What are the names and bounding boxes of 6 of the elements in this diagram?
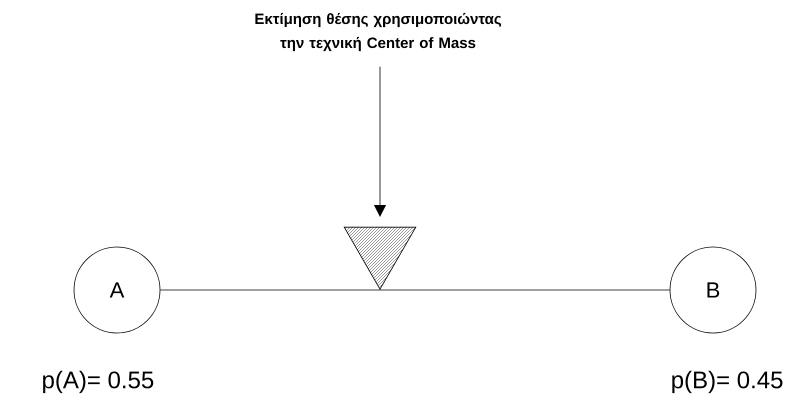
- probability-label: p(B)= 0.45: [672, 370, 782, 394]
- heading-text: Εκτίμηση θέσης χρησιμοποιώντας την τεχνική Center of Mass: [255, 12, 502, 52]
- probability-label: p(A)= 0.55: [43, 370, 154, 394]
- circle-node: B: [670, 246, 756, 334]
- circle-node: A: [74, 246, 160, 334]
- hatched-triangle: [344, 226, 416, 290]
